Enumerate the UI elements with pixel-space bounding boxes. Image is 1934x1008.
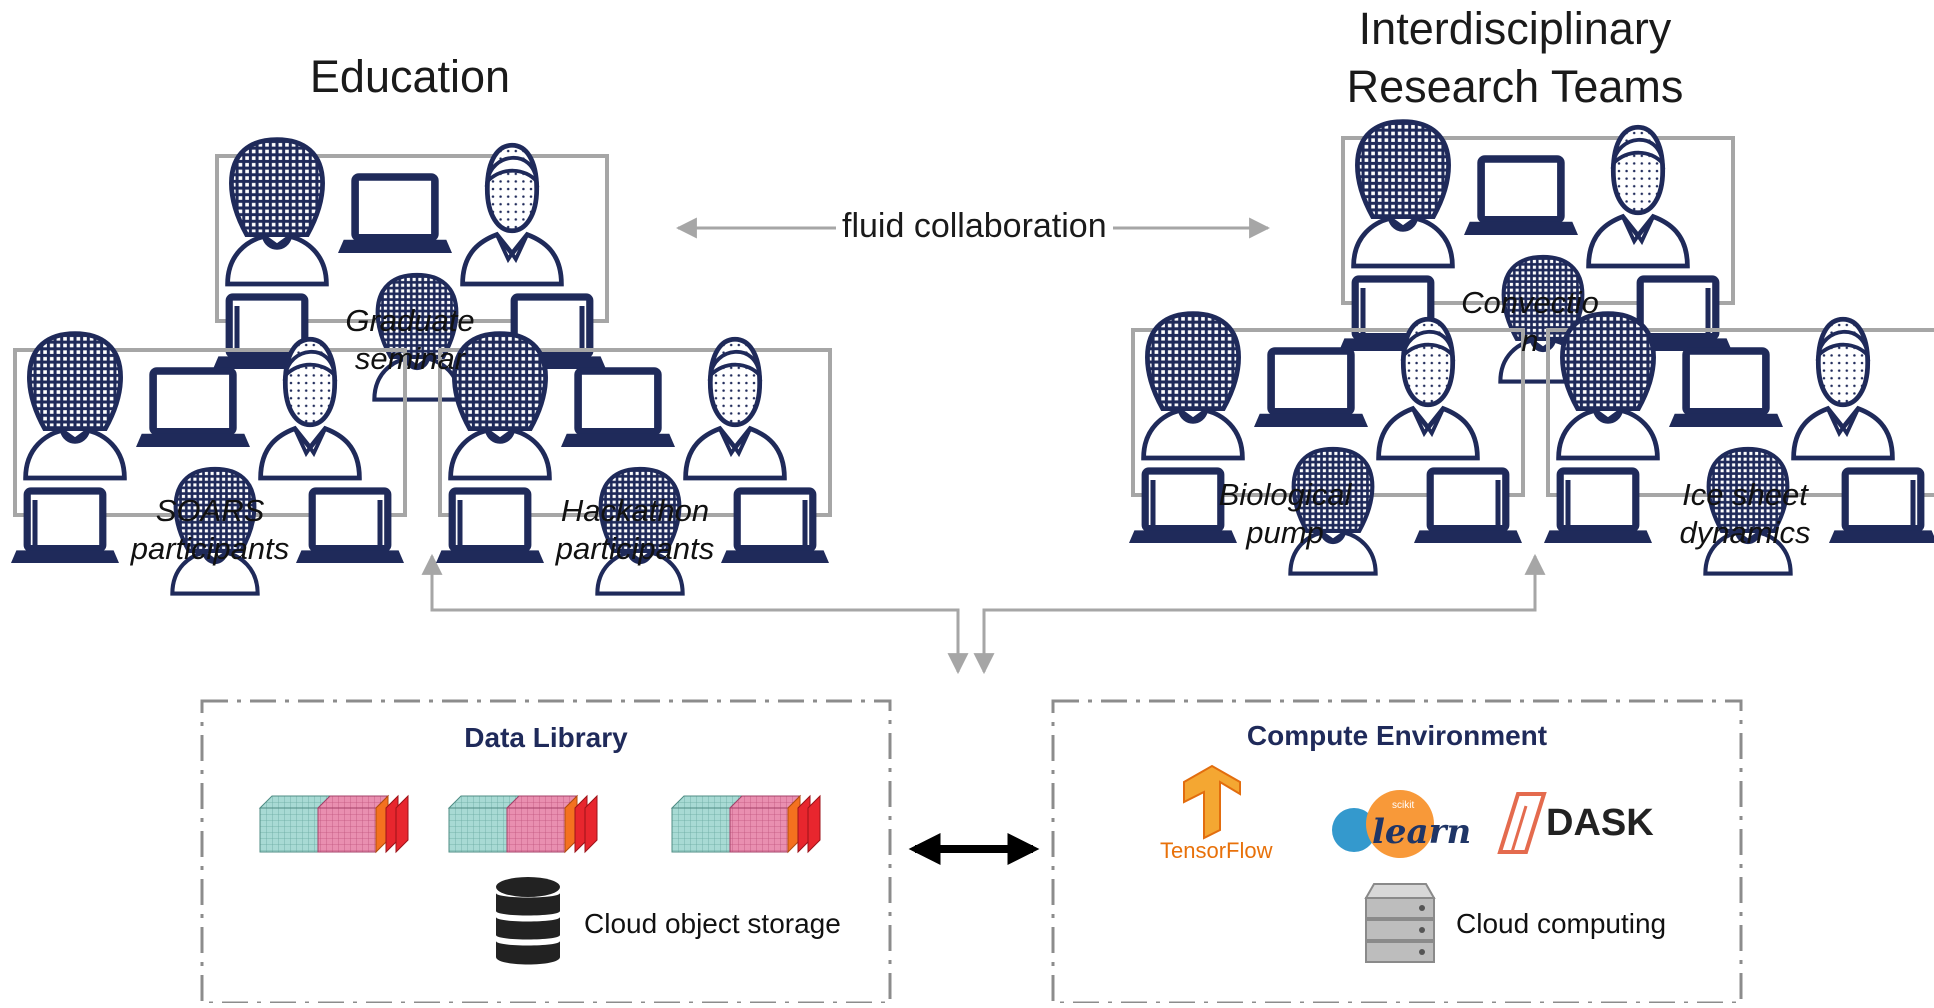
hackathon-participants-group bbox=[436, 334, 830, 594]
convection-group bbox=[1339, 122, 1733, 382]
data-cube-group-3 bbox=[671, 795, 821, 853]
man-person-icon bbox=[1589, 127, 1688, 266]
biological-pump-label: Biological pump bbox=[1218, 477, 1352, 550]
tensorflow-logo bbox=[1183, 764, 1241, 840]
convection-label: Convection bbox=[1461, 285, 1599, 358]
laptop-icon bbox=[11, 491, 119, 563]
soars-participants-label: SOARS participants bbox=[130, 493, 290, 566]
laptop-icon bbox=[561, 371, 675, 447]
laptop-icon bbox=[1544, 471, 1652, 543]
laptop-icon bbox=[1829, 471, 1934, 543]
man-person-icon bbox=[686, 339, 785, 478]
compute-environment-title: Compute Environment bbox=[1246, 720, 1548, 751]
education-title: Education bbox=[309, 51, 511, 102]
laptop-icon bbox=[721, 491, 829, 563]
research-title-line1: Interdisciplinary bbox=[1358, 3, 1672, 54]
data-flow-lines bbox=[421, 553, 1546, 675]
data-cube-group-1 bbox=[259, 795, 409, 853]
graduate-seminar-label: Graduate seminar bbox=[345, 303, 475, 376]
research-title-line2: Research Teams bbox=[1346, 61, 1684, 112]
frame-stub bbox=[234, 306, 585, 351]
soars-participants-group bbox=[11, 334, 405, 594]
sklearn-wordmark: learn bbox=[1372, 812, 1472, 852]
sklearn-small-text: scikit bbox=[1392, 800, 1415, 811]
dask-wordmark: DASK bbox=[1546, 802, 1654, 844]
server-icon bbox=[1364, 883, 1436, 963]
laptop-icon bbox=[1464, 159, 1578, 235]
frame-stub bbox=[1150, 480, 1501, 525]
frame-stub bbox=[1360, 288, 1711, 333]
laptop-icon bbox=[1414, 471, 1522, 543]
database-icon bbox=[496, 877, 560, 965]
woman-person-icon bbox=[228, 140, 327, 284]
data-cube-group-2 bbox=[448, 795, 598, 853]
research-groups bbox=[1129, 122, 1934, 574]
ice-sheet-dynamics-group bbox=[1544, 314, 1934, 574]
woman-person-icon bbox=[1144, 314, 1243, 458]
man-person-icon bbox=[1794, 319, 1893, 458]
fluid-collaboration-label: fluid collaboration bbox=[836, 207, 1113, 246]
man-person-icon bbox=[463, 145, 562, 284]
cloud-computing-label: Cloud computing bbox=[1456, 908, 1667, 939]
laptop-icon bbox=[1254, 351, 1368, 427]
cloud-object-storage-label: Cloud object storage bbox=[584, 908, 841, 939]
hackathon-participants-label: Hackathon participants bbox=[555, 493, 715, 566]
frame-stub bbox=[32, 500, 383, 545]
frame-stub bbox=[1565, 480, 1916, 525]
ice-sheet-dynamics-label: Ice sheet dynamics bbox=[1679, 477, 1811, 550]
data-library-title: Data Library bbox=[464, 722, 628, 753]
tensorflow-wordmark: TensorFlow bbox=[1160, 838, 1273, 863]
laptop-icon bbox=[296, 491, 404, 563]
biological-pump-group bbox=[1129, 314, 1523, 574]
laptop-icon bbox=[436, 491, 544, 563]
laptop-icon bbox=[338, 177, 452, 253]
frame-stub bbox=[457, 500, 808, 545]
dask-logo bbox=[1497, 792, 1547, 854]
graduate-seminar-group bbox=[213, 140, 607, 400]
woman-person-icon bbox=[1354, 122, 1453, 266]
education-groups bbox=[11, 140, 830, 594]
sklearn-logo bbox=[1332, 790, 1434, 858]
laptop-icon bbox=[136, 371, 250, 447]
laptop-icon bbox=[1669, 351, 1783, 427]
woman-person-icon bbox=[26, 334, 125, 478]
